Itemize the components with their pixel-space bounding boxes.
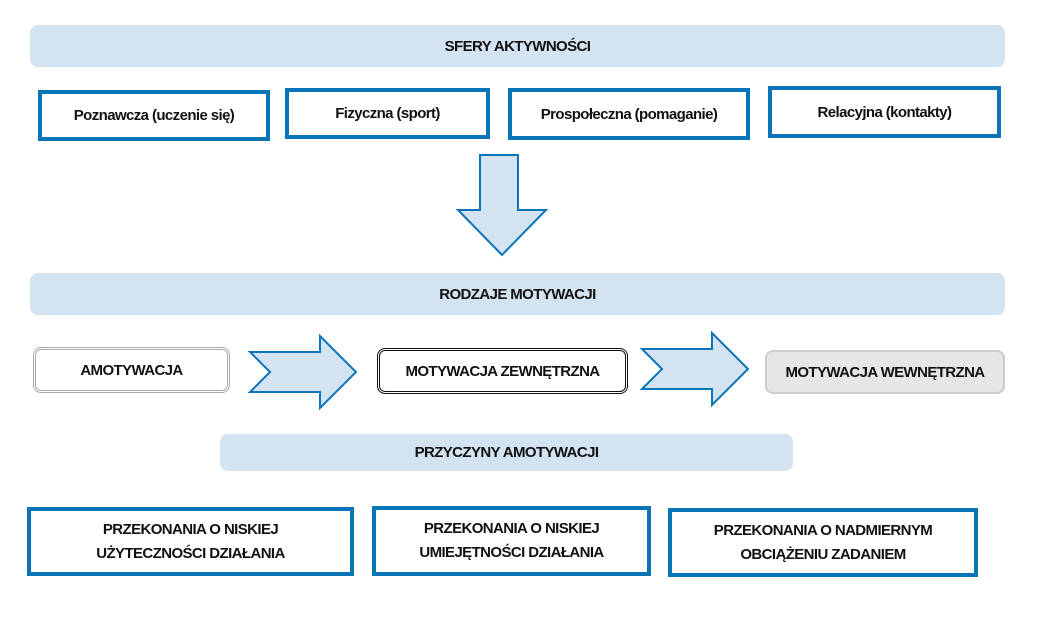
intrinsic-motivation-box: MOTYWACJA WEWNĘTRZNA [765, 350, 1005, 394]
cause-line: OBCIĄŻENIU ZADANIEM [740, 545, 906, 563]
cause-line: UŻYTECZNOŚCI DZIAŁANIA [96, 544, 285, 562]
extrinsic-motivation-box: MOTYWACJA ZEWNĘTRZNA [377, 348, 628, 394]
sphere-physical: Fizyczna (sport) [285, 88, 490, 139]
motivation-banner: RODZAJE MOTYWACJI [30, 273, 1005, 315]
causes-banner: PRZYCZYNY AMOTYWACJI [220, 434, 793, 471]
sphere-relational: Relacyjna (kontakty) [768, 86, 1001, 138]
right-arrow-icon [247, 333, 358, 411]
cause-line: PRZEKONANIA O NISKIEJ [423, 520, 600, 537]
sphere-cognitive: Poznawcza (uczenie się) [38, 90, 270, 141]
sphere-prosocial: Prospołeczna (pomaganie) [508, 88, 750, 140]
spheres-banner: SFERY AKTYWNOŚCI [30, 25, 1005, 67]
cause-skill: PRZEKONANIA O NISKIEJ UMIEJĘTNOŚCI DZIAŁ… [372, 506, 651, 576]
down-arrow-icon [455, 154, 549, 257]
cause-line: PRZEKONANIA O NISKIEJ [102, 520, 279, 538]
right-arrow-icon [639, 330, 750, 408]
cause-line: PRZEKONANIA O NADMIERNYM [713, 521, 933, 539]
cause-usefulness: PRZEKONANIA O NISKIEJ UŻYTECZNOŚCI DZIAŁ… [27, 507, 354, 576]
amotivation-box: AMOTYWACJA [33, 347, 230, 393]
cause-line: UMIEJĘTNOŚCI DZIAŁANIA [419, 544, 604, 561]
cause-overload: PRZEKONANIA O NADMIERNYM OBCIĄŻENIU ZADA… [668, 508, 978, 577]
